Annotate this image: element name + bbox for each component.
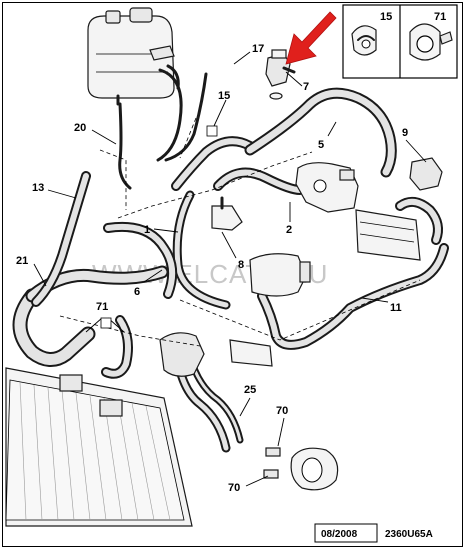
hoses [12,64,449,453]
water-pump [249,253,311,297]
bracket-8 [211,196,243,231]
inset-clip-15 [351,25,377,56]
label-5: 5 [318,139,324,151]
label-70-bottom: 70 [228,482,240,494]
label-11: 11 [390,302,402,314]
label-9: 9 [402,127,408,139]
valve-9 [409,157,443,191]
expansion-tank [87,7,175,106]
label-8: 8 [238,259,244,271]
heat-exchanger [355,209,421,261]
components [159,11,443,491]
inset-clamp-71 [409,23,453,61]
label-6: 6 [134,286,140,298]
inset-label-71: 71 [434,11,446,23]
dashed-lines [59,117,421,347]
sensor-7 [265,49,296,100]
highlight-arrow [285,11,337,65]
label-70-top: 70 [276,405,288,417]
label-20: 20 [74,122,86,134]
label-13: 13 [32,182,44,194]
diagram-frame [2,2,463,547]
labels: 17 7 15 20 5 9 13 2 1 8 21 6 11 71 25 [16,11,446,494]
radiator [5,367,193,527]
label-17: 17 [252,43,264,55]
label-71: 71 [96,301,108,313]
label-15: 15 [218,90,230,102]
water-outlet-housing [295,162,359,213]
footer: 08/2008 2360U65A [314,523,433,543]
label-7: 7 [303,81,309,93]
thermostat [159,332,273,377]
footer-date: 08/2008 [321,529,358,540]
heater-connector [263,447,339,491]
label-21: 21 [16,255,28,267]
inset-box [342,4,458,79]
label-25: 25 [244,384,256,396]
label-2: 2 [286,224,292,236]
inset-label-15: 15 [380,11,392,23]
label-1: 1 [144,224,150,236]
footer-code: 2360U65A [385,529,433,540]
